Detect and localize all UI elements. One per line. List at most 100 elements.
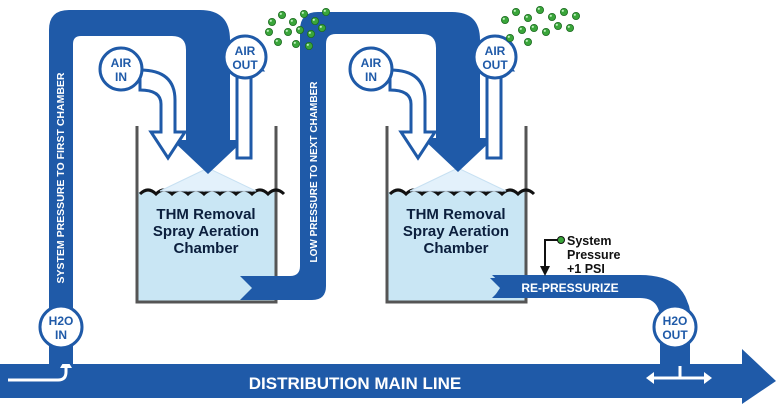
- air-out-1-circle: [222, 34, 268, 80]
- air-out-2-line-2: OUT: [482, 58, 508, 72]
- gas-bubble-highlight: [549, 14, 552, 17]
- pressure-note: System Pressure +1 PSI: [540, 234, 621, 276]
- gas-bubble-highlight: [297, 27, 300, 30]
- h2o-out-line-2: OUT: [662, 328, 688, 342]
- gas-bubble: [267, 17, 276, 26]
- gas-bubble: [512, 7, 521, 16]
- h2o-out-circle: [652, 304, 698, 350]
- chamber-1-label-1: THM Removal: [156, 206, 255, 223]
- gas-bubble-highlight: [502, 17, 505, 20]
- gas-bubble-highlight: [525, 39, 528, 42]
- gas-bubble-highlight: [293, 41, 296, 44]
- gas-bubble: [524, 13, 533, 22]
- gas-bubble-highlight: [290, 19, 293, 22]
- gas-bubble-highlight: [507, 35, 510, 38]
- transfer-pipe-shape: [240, 12, 494, 300]
- chamber-2-label-2: Spray Aeration: [403, 223, 509, 240]
- pressure-note-line-3: +1 PSI: [567, 262, 605, 276]
- gas-bubble: [291, 40, 300, 49]
- gas-bubble: [288, 17, 297, 26]
- repressurize-pipe-body: [492, 275, 690, 364]
- air-in-badge-2: AIR IN: [348, 46, 394, 92]
- transfer-label: LOW PRESSURE TO NEXT CHAMBER: [309, 81, 320, 263]
- gas-bubble-highlight: [543, 29, 546, 32]
- chamber-1-spray: [159, 167, 257, 192]
- gas-bubble: [566, 23, 575, 32]
- gas-bubble-highlight: [573, 13, 576, 16]
- air-out-2-line-1: AIR: [485, 44, 506, 58]
- air-in-1-circle: [98, 46, 144, 92]
- gas-bubble-highlight: [308, 31, 311, 34]
- gas-bubbles-1: [264, 7, 330, 51]
- gas-bubble-highlight: [301, 11, 304, 14]
- gas-bubble: [264, 27, 273, 36]
- gas-bubble-highlight: [306, 43, 309, 46]
- outlet-arrowhead-left: [646, 372, 654, 384]
- h2o-out-badge: H2O OUT: [652, 304, 698, 350]
- gas-bubble: [273, 38, 282, 47]
- air-out-badge-1: AIR OUT: [222, 34, 268, 80]
- gas-bubble-highlight: [266, 29, 269, 32]
- gas-bubble: [317, 23, 326, 32]
- h2o-out-line-1: H2O: [663, 314, 688, 328]
- gas-bubble: [306, 29, 315, 38]
- gas-bubble: [299, 9, 308, 18]
- gas-bubble-highlight: [519, 27, 522, 30]
- gas-bubble: [542, 27, 551, 36]
- gas-bubble-highlight: [275, 39, 278, 42]
- gas-bubble: [530, 23, 539, 32]
- chamber-1-label-3: Chamber: [173, 240, 238, 257]
- chamber-1-wall: [135, 126, 278, 304]
- gas-bubble-highlight: [567, 25, 570, 28]
- gas-bubble: [295, 25, 304, 34]
- gas-bubble-highlight: [513, 9, 516, 12]
- riser-pipe-shape: [49, 10, 244, 364]
- air-out-badge-2: AIR OUT: [472, 34, 518, 80]
- repressurize-label: RE-PRESSURIZE: [521, 281, 618, 295]
- chamber-1-air-in-arrow: [138, 68, 188, 161]
- air-in-badge-1: AIR IN: [98, 46, 144, 92]
- gas-bubble-highlight: [537, 7, 540, 10]
- main-line: DISTRIBUTION MAIN LINE: [0, 349, 776, 404]
- inflow-arrow: [8, 366, 68, 382]
- gas-bubbles-2: [500, 6, 581, 47]
- chamber-1: THM Removal Spray Aeration Chamber: [135, 126, 286, 304]
- air-in-2-line-2: IN: [365, 70, 377, 84]
- air-in-1-line-2: IN: [115, 70, 127, 84]
- pressure-note-arrowhead: [540, 266, 550, 276]
- gas-bubble: [277, 10, 286, 19]
- air-out-1-line-1: AIR: [235, 44, 256, 58]
- gas-bubble: [518, 25, 527, 34]
- chamber-2-spray: [409, 167, 507, 192]
- gas-bubble-highlight: [555, 23, 558, 26]
- gas-bubble-highlight: [531, 25, 534, 28]
- gas-bubble-highlight: [312, 18, 315, 21]
- pressure-note-leader: [544, 239, 558, 270]
- air-in-1-line-1: AIR: [111, 56, 132, 70]
- gas-bubble: [560, 7, 569, 16]
- air-out-2-circle: [472, 34, 518, 80]
- gas-bubble: [283, 27, 292, 36]
- gas-bubble: [524, 38, 533, 47]
- gas-bubble: [500, 15, 509, 24]
- main-line-arrow: [0, 349, 776, 404]
- gas-bubble-highlight: [323, 9, 326, 12]
- transfer-pipe: LOW PRESSURE TO NEXT CHAMBER: [240, 12, 494, 300]
- chamber-2-air-in-arrow: [388, 68, 438, 161]
- chamber-1-label-2: Spray Aeration: [153, 223, 259, 240]
- gas-bubble-highlight: [279, 12, 282, 15]
- air-in-2-circle: [348, 46, 394, 92]
- gas-bubble-highlight: [525, 15, 528, 18]
- pressure-note-dot: [557, 236, 565, 244]
- riser-pipe: SYSTEM PRESSURE TO FIRST CHAMBER: [49, 10, 244, 364]
- gas-bubble: [536, 6, 545, 14]
- riser-label: SYSTEM PRESSURE TO FIRST CHAMBER: [55, 72, 67, 283]
- gas-bubble-highlight: [285, 29, 288, 32]
- gas-bubble: [304, 42, 313, 51]
- chamber-2-label-3: Chamber: [423, 240, 488, 257]
- pressure-note-line-2: Pressure: [567, 248, 621, 262]
- air-in-2-line-1: AIR: [361, 56, 382, 70]
- gas-bubble: [310, 16, 319, 25]
- gas-bubble: [548, 12, 557, 21]
